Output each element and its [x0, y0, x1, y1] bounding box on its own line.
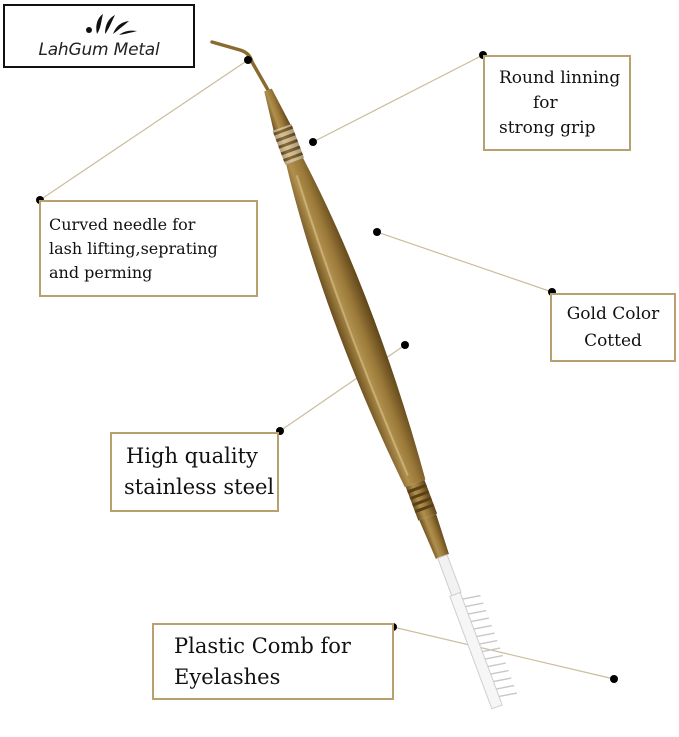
lotus-icon — [86, 14, 137, 35]
brand-name: LahGum Metal — [38, 40, 160, 60]
callout-comb: Plastic Comb for Eyelashes — [152, 623, 394, 700]
callout-curved-needle: Curved needle for lash lifting,seprating… — [39, 200, 258, 297]
callout-gold-color: Gold Color Cotted — [550, 293, 676, 362]
callout-line: strong grip — [499, 117, 596, 138]
callout-steel: High quality stainless steel — [110, 432, 279, 512]
callout-line: Curved needle for — [49, 214, 196, 234]
callout-line: lash lifting,seprating — [49, 238, 218, 258]
callout-line: Round linning — [499, 67, 621, 88]
callout-line: High quality — [126, 444, 258, 468]
curved-needle — [210, 40, 270, 92]
comb-stem — [437, 554, 462, 597]
comb-head — [449, 591, 518, 710]
callout-line: Eyelashes — [174, 664, 281, 689]
callout-line: Plastic Comb for — [174, 633, 351, 658]
callout-line: Gold Color — [566, 303, 660, 324]
callout-round-lining: Round linning for strong grip — [483, 55, 631, 151]
brand-logo: LahGum Metal — [3, 4, 195, 68]
callout-line: and perming — [49, 262, 153, 282]
callout-line: for — [533, 92, 558, 113]
callout-line: stainless steel — [124, 475, 275, 499]
tool-body — [264, 88, 518, 710]
callout-line: Cotted — [584, 330, 642, 351]
